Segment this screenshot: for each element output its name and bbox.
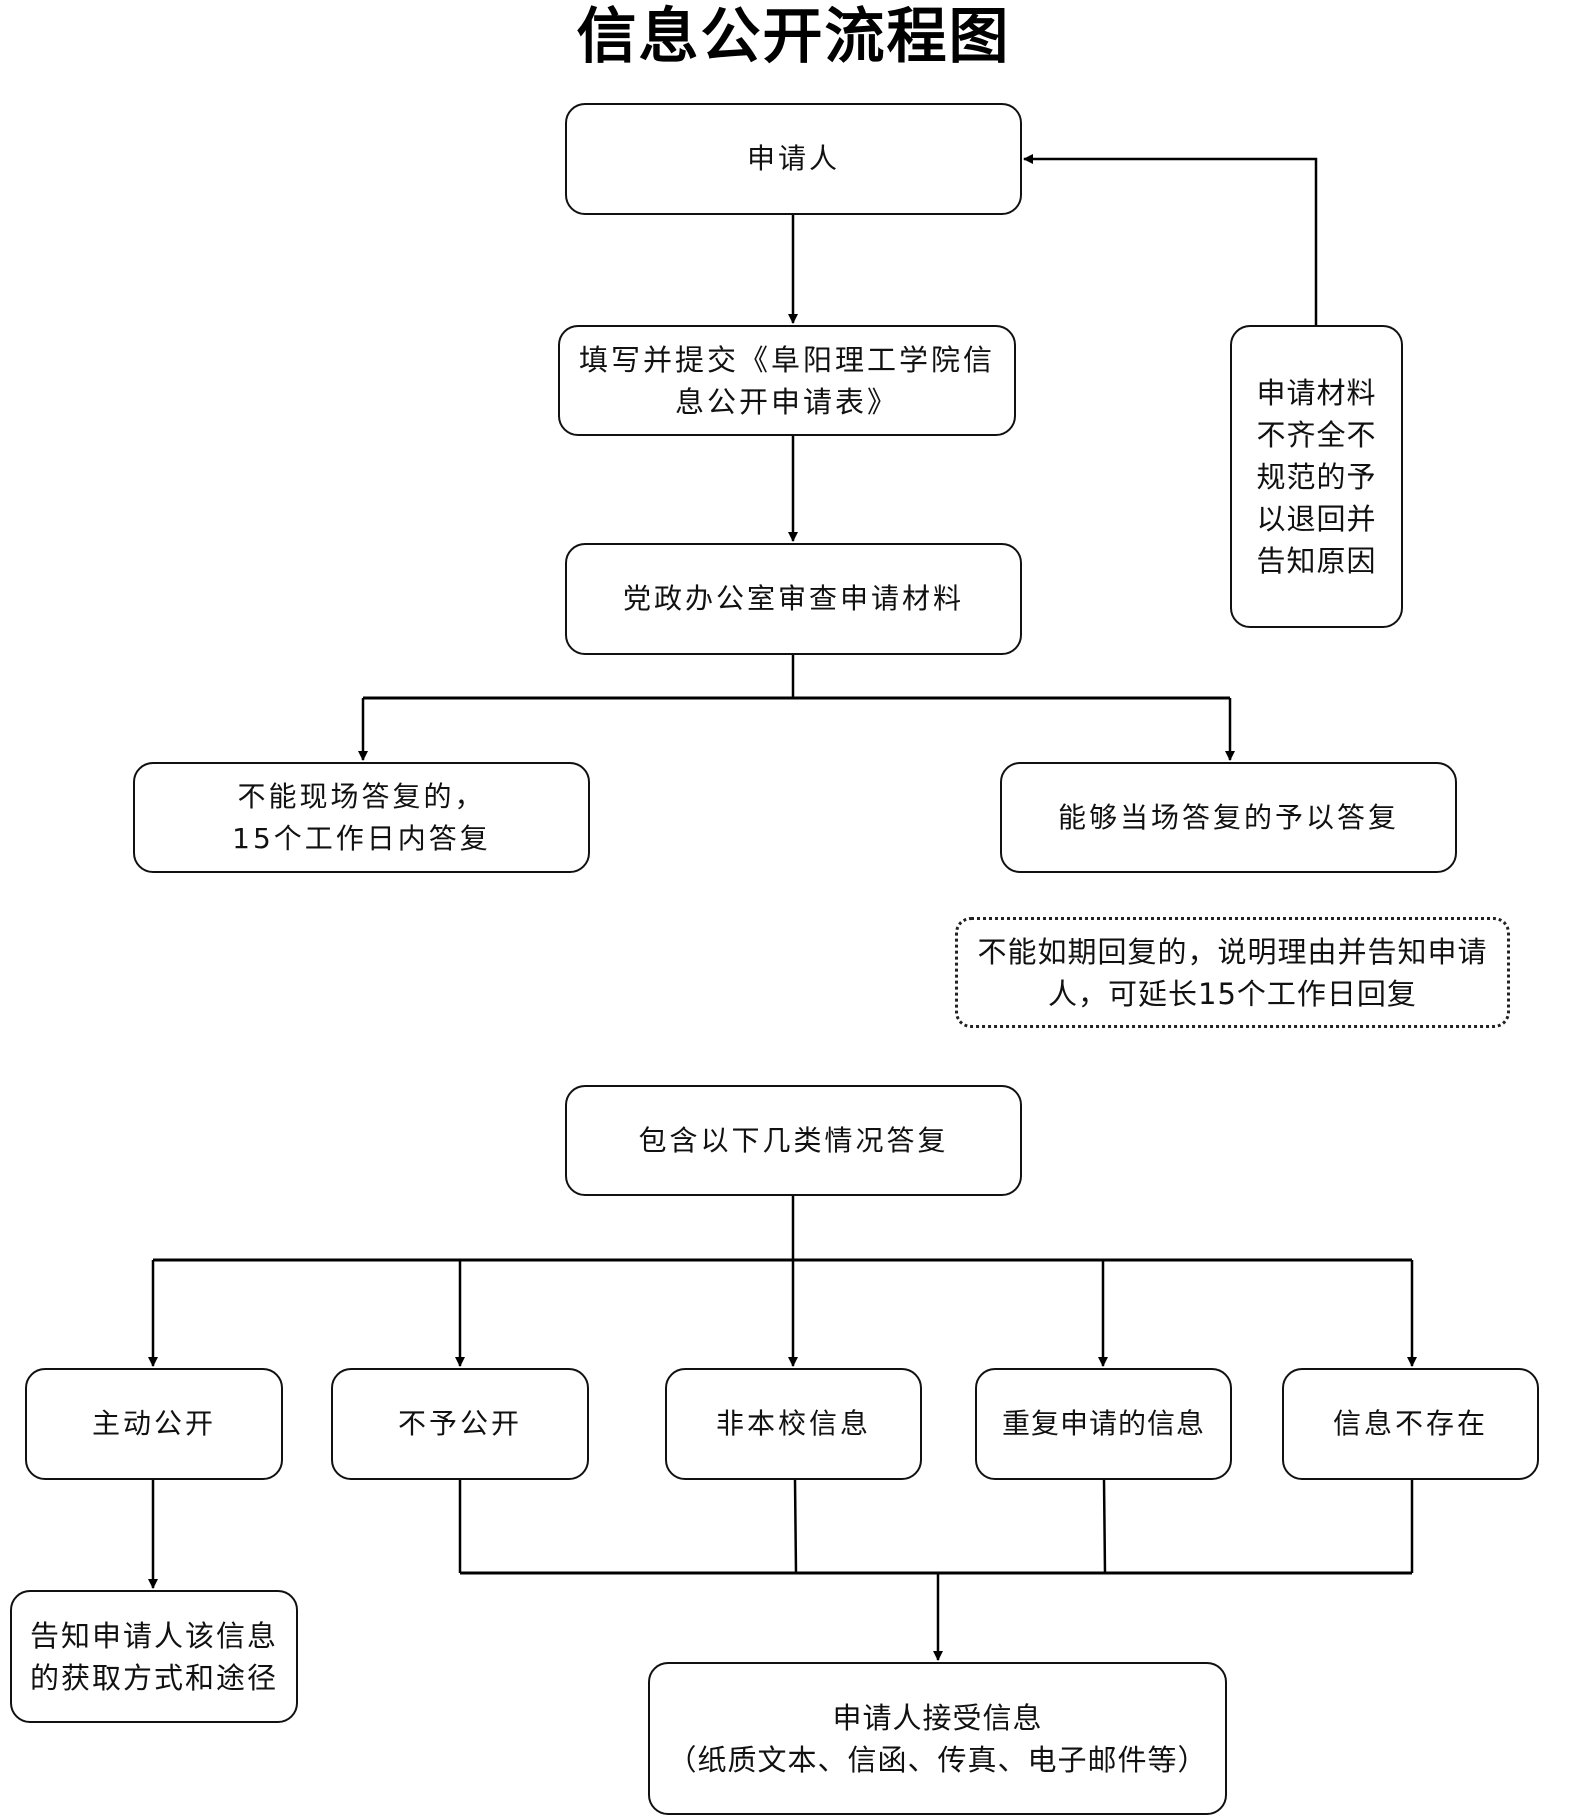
node-can-reply-label: 能够当场答复的予以答复 <box>1057 800 1399 834</box>
node-applicant: 申请人 <box>565 103 1022 215</box>
node-extension-note-line-1: 不能如期回复的，说明理由并告知申请 <box>977 934 1488 969</box>
node-cannot-reply-line-2: 15个工作日内答复 <box>232 821 491 855</box>
node-category-label: 重复申请的信息 <box>1001 1407 1205 1440</box>
node-category-label: 不予公开 <box>397 1407 522 1440</box>
node-receive: 申请人接受信息 （纸质文本、信函、传真、电子邮件等） <box>648 1662 1227 1815</box>
node-notify-access-line-2: 的获取方式和途径 <box>29 1660 278 1695</box>
node-notify-access-line-1: 告知申请人该信息 <box>29 1618 278 1653</box>
node-category-not-disclosed: 不予公开 <box>331 1368 589 1480</box>
node-receive-line-1: 申请人接受信息 <box>832 1700 1043 1735</box>
node-extension-note-line-2: 人，可延长15个工作日回复 <box>1048 976 1417 1011</box>
node-return-line-1: 申请材料 <box>1256 375 1377 410</box>
node-return-line-3: 规范的予 <box>1256 459 1377 494</box>
node-category-label: 信息不存在 <box>1332 1407 1488 1440</box>
node-receive-line-2: （纸质文本、信函、传真、电子邮件等） <box>667 1742 1208 1777</box>
node-category-label: 主动公开 <box>91 1407 216 1440</box>
node-fill-form-line-2: 息公开申请表》 <box>674 384 899 419</box>
node-notify-access: 告知申请人该信息 的获取方式和途径 <box>10 1590 298 1723</box>
node-categories-header-label: 包含以下几类情况答复 <box>638 1123 949 1157</box>
arrow-return-to-applicant <box>1023 154 1318 325</box>
node-fill-form-line-1: 填写并提交《阜阳理工学院信 <box>578 342 995 377</box>
node-category-proactive: 主动公开 <box>25 1368 283 1480</box>
node-category-repeat-request: 重复申请的信息 <box>975 1368 1232 1480</box>
node-categories-header: 包含以下几类情况答复 <box>565 1085 1022 1196</box>
node-review-label: 党政办公室审查申请材料 <box>622 582 964 615</box>
node-applicant-label: 申请人 <box>746 142 840 175</box>
node-category-not-school-info: 非本校信息 <box>665 1368 922 1480</box>
node-cannot-reply: 不能现场答复的， 15个工作日内答复 <box>133 762 590 873</box>
diagram-title: 信息公开流程图 <box>576 2 1011 72</box>
node-category-not-exist: 信息不存在 <box>1282 1368 1539 1480</box>
node-review: 党政办公室审查申请材料 <box>565 543 1022 655</box>
node-return-line-2: 不齐全不 <box>1256 417 1377 452</box>
node-return-line-5: 告知原因 <box>1256 543 1377 578</box>
node-return-line-4: 以退回并 <box>1256 501 1377 536</box>
node-category-label: 非本校信息 <box>715 1407 871 1440</box>
node-return: 申请材料 不齐全不 规范的予 以退回并 告知原因 <box>1230 325 1403 628</box>
node-cannot-reply-line-1: 不能现场答复的， <box>237 779 486 813</box>
node-fill-form: 填写并提交《阜阳理工学院信 息公开申请表》 <box>558 325 1016 436</box>
node-can-reply: 能够当场答复的予以答复 <box>1000 762 1457 873</box>
node-extension-note: 不能如期回复的，说明理由并告知申请 人，可延长15个工作日回复 <box>955 917 1510 1028</box>
